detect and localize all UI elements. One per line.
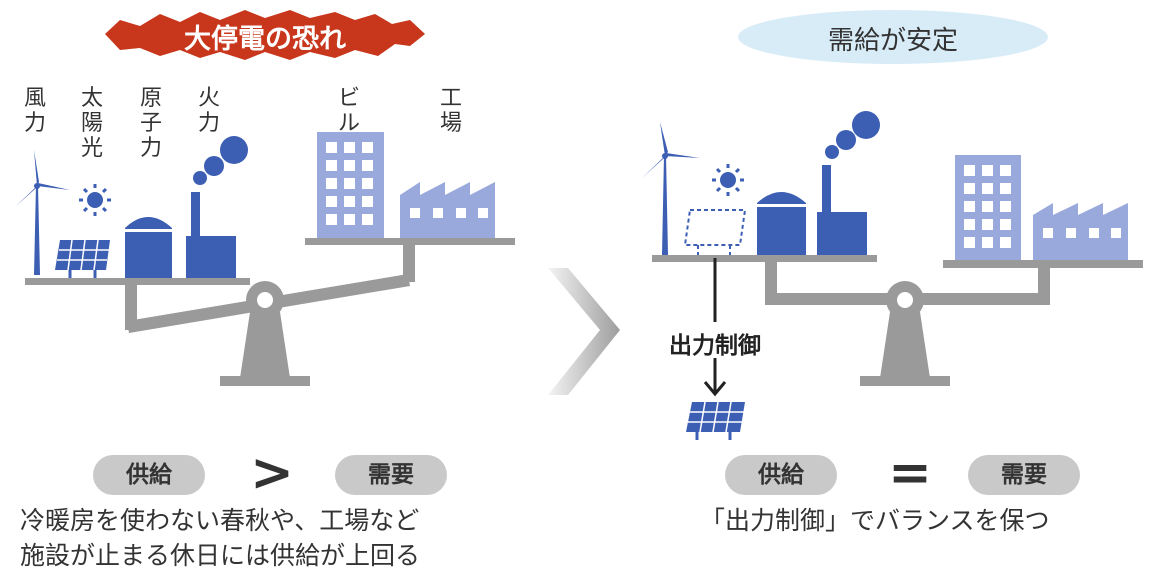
right-title: 需給が安定 — [827, 26, 958, 56]
building-window — [964, 219, 975, 230]
nuclear-label: 原子力 — [139, 86, 162, 161]
calm-badge — [738, 10, 1048, 64]
building-window — [362, 178, 373, 189]
sun-icon — [712, 164, 744, 196]
building-window — [1000, 165, 1011, 176]
thermal-plant-icon — [186, 136, 248, 278]
building-icon — [955, 155, 1021, 260]
building-window — [964, 201, 975, 212]
building-window — [362, 160, 373, 171]
transition-arrow — [548, 268, 620, 395]
building-window — [982, 201, 993, 212]
factory-icon — [400, 182, 495, 238]
building-window — [964, 165, 975, 176]
wind-turbine-icon — [642, 122, 700, 255]
curtailed-solar-panel-icon — [686, 401, 745, 440]
building-window — [1000, 219, 1011, 230]
wind-turbine-icon — [15, 150, 70, 275]
equals-sign: = — [888, 443, 932, 503]
building-window — [326, 160, 337, 171]
building-window — [362, 214, 373, 225]
building-window — [326, 178, 337, 189]
nuclear-plant-icon — [757, 192, 806, 255]
output-control-label: 出力制御 — [669, 333, 761, 359]
building-window — [982, 237, 993, 248]
building-window — [344, 214, 355, 225]
building-window — [344, 142, 355, 153]
right-scale-base — [860, 312, 950, 386]
alert-badge — [105, 10, 425, 60]
building-window — [982, 165, 993, 176]
thermal-label: 火力 — [197, 86, 220, 136]
factory-label: 工場 — [439, 86, 462, 136]
factory-icon — [1033, 203, 1128, 260]
thermal-plant-icon — [817, 111, 880, 255]
building-window — [964, 237, 975, 248]
left-scale-base — [220, 312, 310, 386]
left-supply-pill: 供給 — [93, 455, 205, 495]
solar-panel-outline-icon — [683, 209, 747, 255]
building-window — [326, 214, 337, 225]
building-window — [344, 178, 355, 189]
building-window — [1000, 237, 1011, 248]
building-window — [326, 142, 337, 153]
building-label: ビル — [337, 86, 360, 136]
building-window — [964, 183, 975, 194]
left-scale-supply-plate — [25, 278, 250, 330]
left-scale-demand-plate — [305, 238, 515, 282]
right-demand-pill: 需要 — [968, 455, 1080, 495]
right-caption: 「出力制御」でバランスを保つ — [700, 506, 1050, 535]
building-window — [982, 219, 993, 230]
output-control-connector — [703, 258, 727, 397]
left-caption-line-1: 冷暖房を使わない春秋や、工場など — [20, 506, 420, 535]
sun-icon — [79, 184, 111, 216]
building-window — [326, 196, 337, 207]
building-window — [362, 142, 373, 153]
left-demand-pill: 需要 — [335, 455, 447, 495]
right-supply-pill: 供給 — [725, 455, 837, 495]
left-caption-line-2: 施設が止まる休日には供給が上回る — [20, 541, 421, 570]
building-icon — [317, 132, 384, 238]
greater-than-sign: > — [250, 443, 294, 503]
building-window — [362, 196, 373, 207]
wind-label: 風力 — [23, 86, 46, 136]
building-window — [1000, 183, 1011, 194]
solar-panel-icon — [55, 239, 110, 278]
left-title: 大停電の恐れ — [184, 24, 346, 55]
left-scale-beam — [127, 274, 410, 333]
right-scale-beam — [765, 281, 1050, 319]
building-window — [344, 160, 355, 171]
right-scale-supply-plate — [652, 255, 877, 302]
building-window — [982, 183, 993, 194]
right-scale-demand-plate — [943, 260, 1143, 300]
solar-label: 太陽光 — [80, 86, 103, 161]
building-window — [1000, 201, 1011, 212]
building-window — [344, 196, 355, 207]
nuclear-plant-icon — [125, 217, 172, 278]
